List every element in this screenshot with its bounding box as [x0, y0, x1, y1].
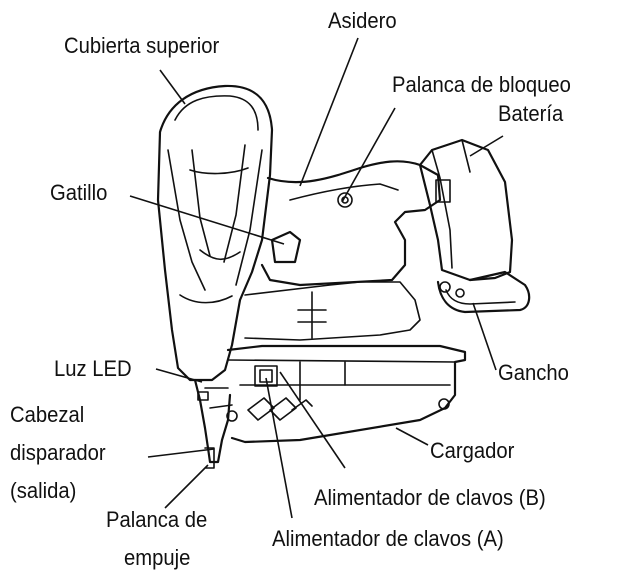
label-push-lever-line2: empuje	[124, 545, 191, 570]
label-trigger: Gatillo	[50, 180, 108, 205]
label-hook: Gancho	[498, 360, 569, 385]
label-firing-head-line3: (salida)	[10, 478, 77, 503]
handle-shape	[244, 160, 442, 341]
hook-shape	[436, 270, 531, 314]
nose-shape	[193, 378, 238, 469]
leader-lines	[129, 37, 504, 519]
label-nail-feeder-a: Alimentador de clavos (A)	[272, 526, 504, 551]
label-nail-feeder-b: Alimentador de clavos (B)	[314, 485, 546, 510]
label-handle: Asidero	[328, 8, 397, 33]
label-magazine: Cargador	[430, 438, 515, 463]
label-firing-head-line2: disparador	[10, 440, 106, 465]
label-lock-lever: Palanca de bloqueo	[392, 72, 571, 97]
label-push-lever-line1: Palanca de	[106, 507, 208, 532]
label-battery: Batería	[498, 101, 564, 126]
label-led-light: Luz LED	[54, 356, 132, 381]
tool-body	[156, 84, 274, 382]
label-top-cover: Cubierta superior	[64, 33, 220, 58]
label-firing-head-line1: Cabezal	[10, 402, 85, 427]
magazine-shape	[226, 344, 467, 444]
battery-shape	[418, 138, 514, 282]
